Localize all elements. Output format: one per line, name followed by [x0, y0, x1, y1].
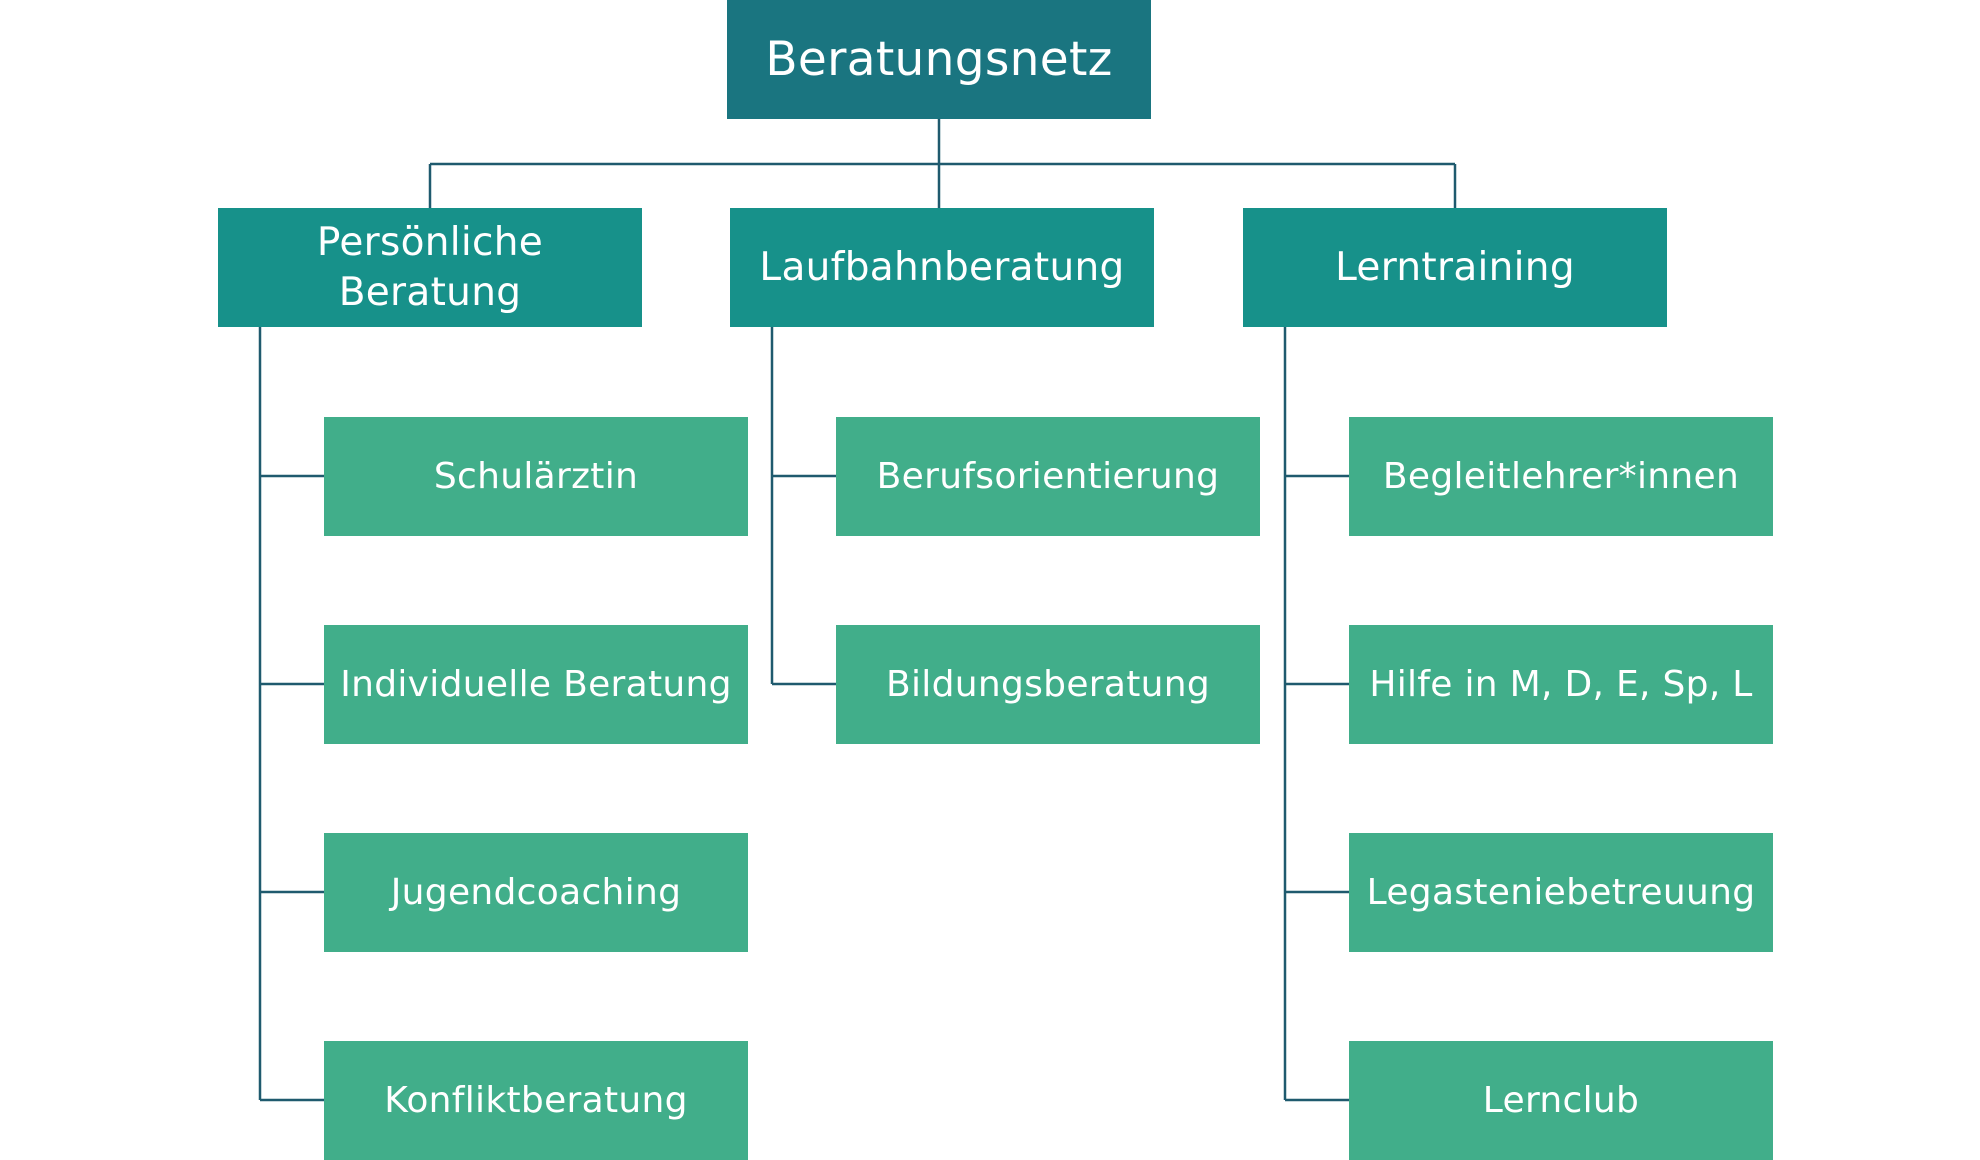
leaf-node-label: Bildungsberatung	[885, 664, 1211, 705]
leaf-node-label: Lernclub	[1482, 1080, 1640, 1121]
leaf-node-label: Schulärztin	[433, 456, 639, 497]
leaf-node-jugendcoaching: Jugendcoaching	[324, 833, 748, 952]
leaf-node-hilfe-in-faechern: Hilfe in M, D, E, Sp, L	[1349, 625, 1773, 744]
leaf-node-label: Hilfe in M, D, E, Sp, L	[1369, 664, 1753, 705]
leaf-node-lernclub: Lernclub	[1349, 1041, 1773, 1160]
leaf-node-label: Legasteniebetreuung	[1366, 872, 1756, 913]
branch-node-lerntraining: Lerntraining	[1243, 208, 1667, 327]
leaf-node-label: Berufsorientierung	[876, 456, 1220, 497]
branch-node-label: Persönliche Beratung	[317, 218, 543, 318]
root-node-label: Beratungsnetz	[765, 32, 1113, 87]
leaf-node-bildungsberatung: Bildungsberatung	[836, 625, 1260, 744]
leaf-node-label: Jugendcoaching	[390, 872, 682, 913]
leaf-node-berufsorientierung: Berufsorientierung	[836, 417, 1260, 536]
branch-node-persoenliche-beratung: Persönliche Beratung	[218, 208, 642, 327]
branch-label-line-2: Beratung	[338, 269, 522, 315]
branch-node-laufbahnberatung: Laufbahnberatung	[730, 208, 1154, 327]
branch-label-line-1: Persönliche	[316, 219, 544, 265]
branch-node-label: Laufbahnberatung	[759, 244, 1125, 290]
leaf-node-individuelle-beratung: Individuelle Beratung	[324, 625, 748, 744]
leaf-node-begleitlehrerinnen: Begleitlehrer*innen	[1349, 417, 1773, 536]
branch-node-label: Lerntraining	[1335, 244, 1575, 290]
leaf-node-label: Konfliktberatung	[384, 1080, 688, 1121]
leaf-node-label: Individuelle Beratung	[340, 664, 732, 705]
leaf-node-label: Begleitlehrer*innen	[1382, 456, 1740, 497]
leaf-node-schulaerztin: Schulärztin	[324, 417, 748, 536]
root-node: Beratungsnetz	[727, 0, 1151, 119]
leaf-node-konfliktberatung: Konfliktberatung	[324, 1041, 748, 1160]
leaf-node-legasteniebetreuung: Legasteniebetreuung	[1349, 833, 1773, 952]
